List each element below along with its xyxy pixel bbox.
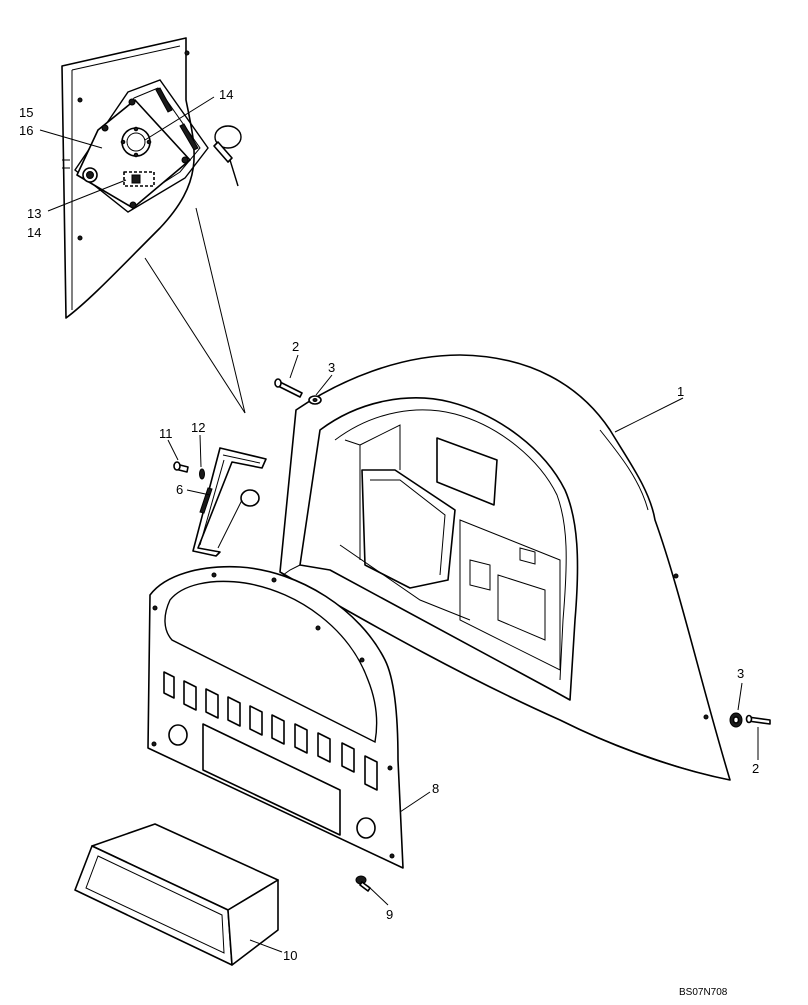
callout-14-left: 14 bbox=[27, 225, 41, 240]
bracket bbox=[192, 447, 267, 557]
instrument-panel bbox=[147, 565, 404, 869]
shroud-housing bbox=[279, 354, 731, 781]
callout-3-right: 3 bbox=[737, 666, 744, 681]
callout-14-right: 14 bbox=[219, 87, 233, 102]
callout-10: 10 bbox=[283, 948, 297, 963]
storage-pocket bbox=[74, 823, 279, 966]
small-bolt bbox=[173, 461, 189, 473]
bolt-right bbox=[745, 714, 771, 725]
callout-16: 16 bbox=[19, 123, 33, 138]
callout-8: 8 bbox=[432, 781, 439, 796]
callout-6: 6 bbox=[176, 482, 183, 497]
callout-12: 12 bbox=[191, 420, 205, 435]
callout-15: 15 bbox=[19, 105, 33, 120]
detail-connector-icon bbox=[120, 126, 152, 158]
callout-2-top: 2 bbox=[292, 339, 299, 354]
washer-right bbox=[729, 712, 743, 728]
washer-top bbox=[308, 395, 322, 405]
key-icon bbox=[213, 125, 242, 187]
screw bbox=[355, 875, 371, 892]
small-washer bbox=[199, 468, 205, 480]
callout-1: 1 bbox=[677, 384, 684, 399]
callout-13: 13 bbox=[27, 206, 41, 221]
bolt-top bbox=[274, 378, 303, 398]
callout-2-right: 2 bbox=[752, 761, 759, 776]
switch-cutouts bbox=[163, 671, 378, 791]
reference-code: BS07N708 bbox=[679, 987, 728, 998]
callout-9: 9 bbox=[386, 907, 393, 922]
callout-11: 11 bbox=[159, 426, 173, 441]
detail-view-side-panel bbox=[61, 37, 242, 319]
callout-3-top: 3 bbox=[328, 360, 335, 375]
